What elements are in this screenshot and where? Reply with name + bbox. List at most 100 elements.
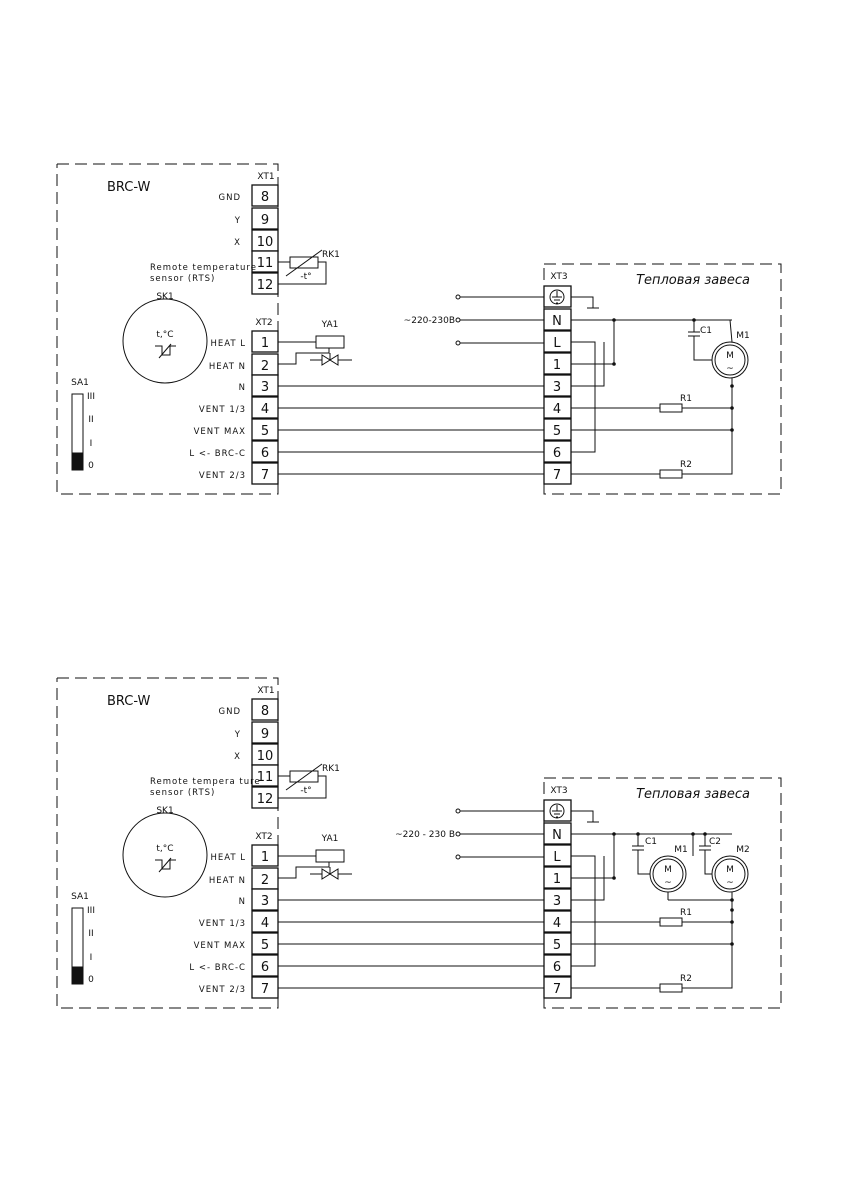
- xt3-terminal-number: 4: [553, 916, 561, 931]
- junction-dot: [612, 362, 616, 366]
- xt2-terminal-label: VENT 2/3: [199, 471, 246, 481]
- sk1-thermostat: [122, 812, 208, 898]
- sa1-position: II: [88, 415, 93, 425]
- xt3-terminal-number: N: [552, 828, 562, 843]
- xt2-terminal-number: 5: [261, 938, 269, 953]
- xt2-tag: XT2: [255, 832, 272, 842]
- motor-m1: [714, 344, 746, 376]
- rts-label: sensor (RTS): [150, 788, 215, 798]
- curtain-title: Тепловая завеса: [636, 787, 750, 802]
- rk1-slash: [285, 763, 323, 791]
- rk1-symbol: -t°: [300, 272, 311, 282]
- wire: [571, 296, 594, 308]
- xt2-terminal-number: 4: [261, 402, 269, 417]
- junction-dot: [730, 898, 734, 902]
- xt1-terminal-label: Y: [234, 730, 241, 740]
- xt3-terminal-number: 3: [553, 380, 561, 395]
- xt2-terminal-number: 6: [261, 446, 269, 461]
- m1-letter: M: [664, 865, 672, 875]
- xt2-terminal-label: N: [239, 383, 246, 393]
- xt2-terminal-label: L <- BRC-C: [189, 963, 246, 973]
- wire: [704, 850, 712, 875]
- supply-label: ~220 - 230 В: [395, 830, 455, 840]
- wire: [637, 850, 650, 875]
- m1-tag: M1: [736, 331, 750, 341]
- motor-m1: [652, 858, 684, 890]
- wire: [729, 319, 733, 343]
- sa1-position: I: [90, 953, 93, 963]
- junction-dot: [730, 908, 734, 912]
- resistor-r2: [659, 469, 683, 479]
- rk1-symbol: -t°: [300, 786, 311, 796]
- wire: [278, 862, 330, 879]
- xt2-terminal-label: HEAT L: [210, 853, 246, 863]
- controller-title: BRC-W: [107, 694, 151, 709]
- xt1-terminal: [251, 721, 279, 744]
- xt2-terminal-number: 7: [261, 468, 269, 483]
- wire: [693, 336, 712, 361]
- ya1-coil: [315, 849, 345, 863]
- xt3-terminal-number: 1: [553, 358, 561, 373]
- supply-terminal: [455, 854, 461, 860]
- xt3-tag: XT3: [550, 272, 567, 282]
- xt2-terminal-label: VENT MAX: [194, 941, 246, 951]
- ya1-valve: [329, 868, 339, 880]
- xt2-terminal-number: 4: [261, 916, 269, 931]
- sa1-knob: [71, 966, 84, 985]
- sa1-position: I: [90, 439, 93, 449]
- xt3-terminal-number: 6: [553, 960, 561, 975]
- rk1-tag: RK1: [322, 764, 340, 774]
- xt3-terminal-number: 5: [553, 938, 561, 953]
- motor-m2: [714, 858, 746, 890]
- sk1-thermostat: [122, 298, 208, 384]
- resistor-r1: [659, 403, 683, 413]
- xt1-terminal-number: 8: [261, 190, 269, 205]
- resistor-r2: [659, 983, 683, 993]
- curtain-frame: [543, 777, 782, 1009]
- xt2-terminal-label: N: [239, 897, 246, 907]
- xt2-terminal-number: 1: [261, 336, 269, 351]
- wire: [278, 348, 330, 365]
- xt1-terminal-number: 9: [261, 213, 269, 228]
- xt1-terminal-number: 10: [257, 235, 274, 250]
- resistor-r1: [659, 917, 683, 927]
- ya1-valve: [321, 868, 331, 880]
- ya1-valve: [329, 354, 339, 366]
- xt3-terminal-number: 4: [553, 402, 561, 417]
- xt2-terminal-number: 1: [261, 850, 269, 865]
- wire: [571, 810, 594, 822]
- wire: [571, 341, 596, 453]
- supply-terminal: [455, 294, 461, 300]
- r2-tag: R2: [680, 460, 692, 470]
- wire: [571, 856, 605, 901]
- r1-tag: R1: [680, 394, 692, 404]
- xt3-terminal-number: 5: [553, 424, 561, 439]
- junction-dot: [730, 384, 734, 388]
- xt1-terminal-label: X: [234, 752, 241, 762]
- junction-dot: [612, 876, 616, 880]
- xt3-terminal-number: N: [552, 314, 562, 329]
- sa1-tag: SA1: [71, 892, 89, 902]
- xt1-terminal-number: 12: [257, 278, 274, 293]
- xt2-terminal-label: VENT 1/3: [199, 919, 246, 929]
- junction-dot: [692, 318, 696, 322]
- sa1-tag: SA1: [71, 378, 89, 388]
- xt1-terminal-label: GND: [219, 707, 242, 717]
- xt1-terminal-label: Y: [234, 216, 241, 226]
- xt3-terminal-number: 7: [553, 982, 561, 997]
- supply-terminal: [455, 340, 461, 346]
- xt2-terminal-number: 2: [261, 873, 269, 888]
- sk1-symbol: [158, 857, 172, 873]
- sa1-position: II: [88, 929, 93, 939]
- ya1-valve: [321, 354, 331, 366]
- c1-tag: C1: [645, 837, 657, 847]
- rts-label: Remote tempera ture: [150, 777, 261, 787]
- m1-symbol: ~: [726, 364, 734, 374]
- earth-icon: [549, 289, 565, 305]
- sa1-position: 0: [88, 461, 94, 471]
- xt3-terminal-number: 6: [553, 446, 561, 461]
- motor-m2: [711, 855, 749, 893]
- xt2-terminal-label: HEAT L: [210, 339, 246, 349]
- xt3-terminal-number: L: [553, 336, 561, 351]
